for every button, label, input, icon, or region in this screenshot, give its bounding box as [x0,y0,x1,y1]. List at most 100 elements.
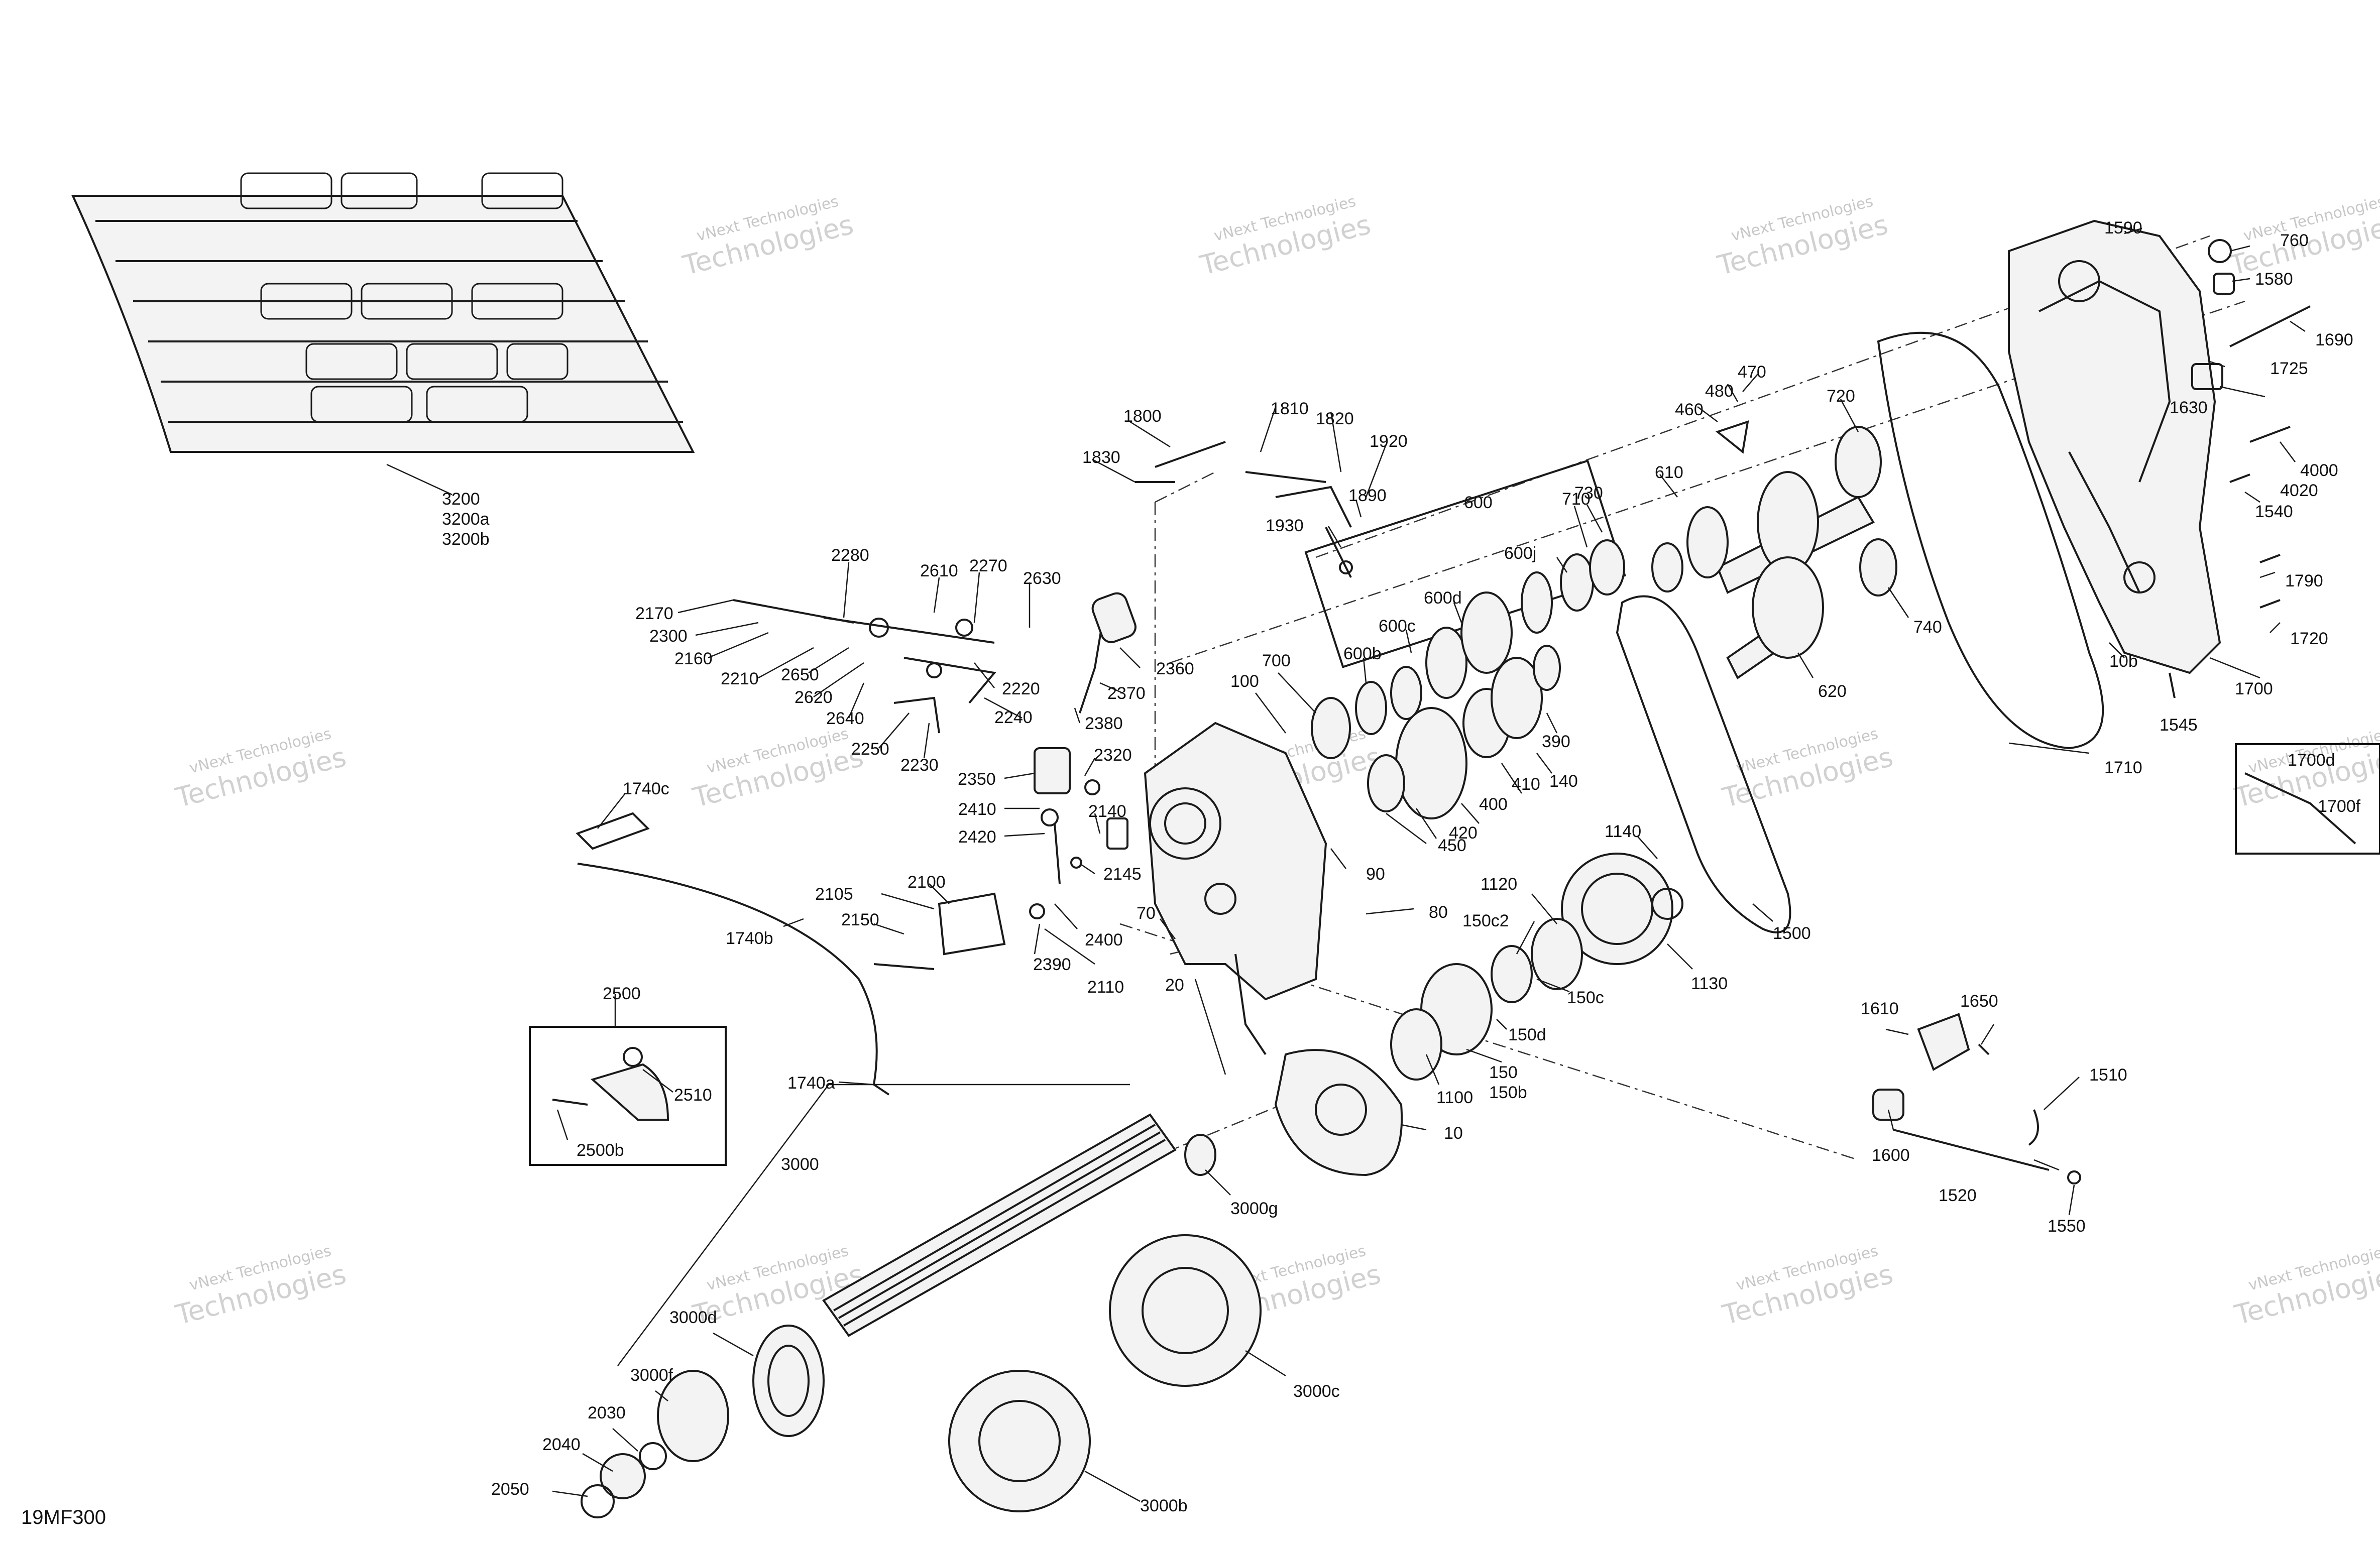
brake-disc-10 [1274,1049,1403,1176]
callout-2145: 2145 [1103,865,1142,884]
callout-3000f: 3000f [630,1366,673,1385]
callout-2030: 2030 [588,1403,626,1422]
callout-150c: 150c [1567,988,1604,1007]
callout-1700d: 1700d [2288,751,2335,770]
callout-1600: 1600 [1872,1146,1910,1165]
callout-2140: 2140 [1088,802,1126,821]
callout-100: 100 [1230,672,1259,691]
callout-1650: 1650 [1960,992,1998,1011]
callout-2250: 2250 [851,740,889,759]
transmission-case [1144,722,1327,1055]
callout-2610: 2610 [920,561,958,580]
callout-3200a: 3200a [442,510,490,529]
callout-1800: 1800 [1123,407,1162,426]
gear-train [1274,420,1897,1176]
cover-hardware [2169,239,2311,698]
callout-1120: 1120 [1481,875,1517,894]
bearing-housing-3000d [752,1325,825,1437]
drive-sprocket-3000b [948,1370,1091,1512]
callout-1590: 1590 [2104,218,2142,238]
callout-1520: 1520 [1939,1186,1977,1205]
callout-1140: 1140 [1605,822,1641,841]
lower-right-hardware [1872,1013,2081,1184]
callout-2420: 2420 [958,827,996,847]
leader-lines [552,227,2306,1502]
callout-2510: 2510 [674,1086,712,1105]
callout-410: 410 [1512,775,1540,794]
callout-1550: 1550 [2048,1217,2086,1236]
callout-1920: 1920 [1370,432,1408,451]
callout-2390: 2390 [1033,955,1071,974]
callout-2500: 2500 [603,984,641,1003]
callout-1740b: 1740b [726,929,773,948]
callout-2160: 2160 [674,649,713,668]
callout-2630: 2630 [1023,569,1061,588]
callout-1700: 1700 [2235,679,2273,698]
callout-2650: 2650 [781,665,819,684]
callout-1690: 1690 [2315,330,2353,349]
callout-1630: 1630 [2170,398,2208,417]
callout-600j: 600j [1504,544,1536,563]
callout-600c: 600c [1379,617,1416,636]
cable-1740b [577,863,878,1085]
callout-2040: 2040 [542,1435,581,1454]
callout-2210: 2210 [721,669,759,688]
callout-700: 700 [1262,651,1291,670]
callout-2320: 2320 [1094,746,1132,765]
callout-1500: 1500 [1773,924,1811,943]
callout-1720: 1720 [2290,629,2328,648]
bearing-3000f [657,1370,729,1462]
callout-1545: 1545 [2160,716,2198,735]
callout-710: 710 [1562,490,1591,509]
callout-1710: 1710 [2104,758,2142,777]
callout-10: 10 [1444,1124,1463,1143]
inset-1700d [2235,743,2380,855]
callout-80: 80 [1429,903,1448,922]
callout-2240: 2240 [994,708,1033,727]
callout-390: 390 [1542,732,1570,751]
callout-3000: 3000 [781,1155,819,1174]
callout-2110: 2110 [1087,978,1124,997]
callout-1810: 1810 [1271,399,1309,418]
callout-1790: 1790 [2285,571,2323,590]
callout-600b: 600b [1343,644,1382,663]
gasket-1710 [1877,331,2104,750]
callout-760: 760 [2280,231,2309,250]
callout-1100: 1100 [1436,1088,1473,1107]
callout-2370: 2370 [1107,684,1146,703]
callout-600d: 600d [1424,588,1462,608]
callout-2300: 2300 [649,627,688,646]
callout-2050: 2050 [491,1480,529,1499]
drive-shaft-3000 [581,1084,1262,1518]
callout-2220: 2220 [1002,679,1040,698]
callout-3000c: 3000c [1293,1382,1340,1401]
callout-3200: 3200 [442,490,480,509]
callout-1580: 1580 [2255,270,2293,289]
callout-20: 20 [1165,976,1184,995]
callout-2620: 2620 [795,688,833,707]
callout-2360: 2360 [1156,659,1194,678]
callout-2150: 2150 [841,910,879,929]
sprocket-1130 [1561,853,1673,965]
callout-150: 150 [1489,1063,1518,1082]
callout-730: 730 [1574,484,1603,503]
callout-2100: 2100 [908,873,946,892]
callout-1540: 1540 [2255,502,2293,521]
callout-620: 620 [1818,682,1847,701]
callout-2640: 2640 [826,709,864,728]
callout-4020: 4020 [2280,481,2318,500]
inset-2500 [529,1026,727,1166]
callout-1820: 1820 [1316,409,1354,428]
callout-140: 140 [1549,772,1578,791]
callout-3200b: 3200b [442,530,490,549]
callout-460: 460 [1675,400,1704,419]
callout-2280: 2280 [831,546,869,565]
callout-2105: 2105 [815,885,853,904]
callout-1725: 1725 [2270,359,2308,378]
callout-150c2: 150c2 [1462,911,1509,930]
callout-2350: 2350 [958,770,996,789]
callout-400: 400 [1479,795,1508,814]
callout-2500b: 2500b [577,1141,624,1160]
callout-470: 470 [1738,363,1766,382]
